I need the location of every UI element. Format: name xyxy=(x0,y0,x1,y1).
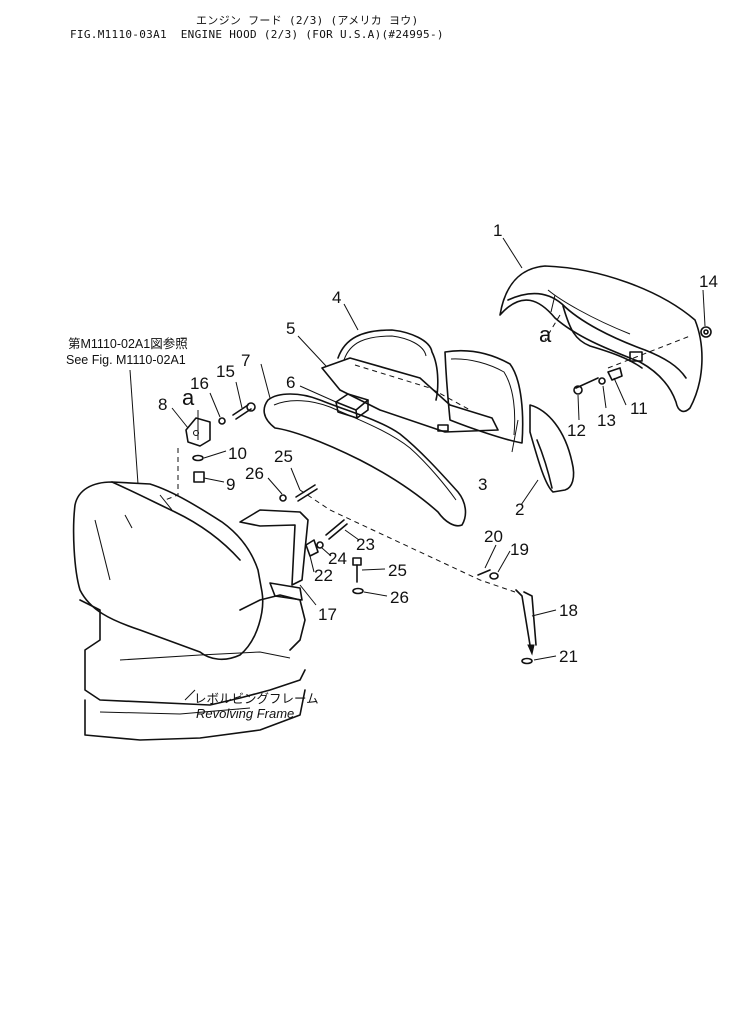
callout-24: 24 xyxy=(328,549,347,568)
callout-4: 4 xyxy=(332,288,341,307)
callout-16: 16 xyxy=(190,374,209,393)
callout-22: 22 xyxy=(314,566,333,585)
callout-7: 7 xyxy=(241,351,250,370)
stay-rod-part-18 xyxy=(515,589,537,656)
callout-2: 2 xyxy=(515,500,524,519)
callout-25-lower: 25 xyxy=(388,561,407,580)
inner-plate-part-5 xyxy=(321,357,499,433)
callout-26-upper: 26 xyxy=(245,464,264,483)
callout-23: 23 xyxy=(356,535,375,554)
figure-title-japanese: エンジン フード (2/3) (アメリカ ヨウ) xyxy=(196,14,419,27)
figure-title-english: FIG.M1110-03A1 ENGINE HOOD (2/3) (FOR U.… xyxy=(70,28,444,41)
callout-11: 11 xyxy=(630,399,648,418)
gasket-part-4 xyxy=(337,329,439,401)
reference-notes: 第M1110-02A1図参照 See Fig. M1110-02A1 レボルビン… xyxy=(66,336,319,721)
revolving-frame-base xyxy=(72,481,306,741)
reference-mark-a-hinge: a xyxy=(182,385,195,410)
revolving-frame-label-japanese: レボルビングフレーム xyxy=(194,692,319,706)
callout-9: 9 xyxy=(226,475,235,494)
callout-26-lower: 26 xyxy=(390,588,409,607)
callout-labels: 1 2 3 4 5 6 7 8 9 10 11 12 13 14 15 16 1… xyxy=(158,221,718,666)
revolving-frame-label-english: Revolving Frame xyxy=(196,706,294,721)
fasteners xyxy=(192,326,712,665)
callout-21: 21 xyxy=(559,647,578,666)
callout-15: 15 xyxy=(216,362,235,381)
callout-1: 1 xyxy=(493,221,502,240)
callout-20: 20 xyxy=(484,527,503,546)
hood-cover-part-1 xyxy=(499,265,703,413)
gasket-part-3 xyxy=(444,349,524,444)
seal-frame-part-7 xyxy=(263,393,467,527)
callout-6: 6 xyxy=(286,373,295,392)
side-seal-part-2 xyxy=(529,404,575,493)
callout-17: 17 xyxy=(318,605,337,624)
callout-8: 8 xyxy=(158,395,167,414)
callout-3: 3 xyxy=(478,475,487,494)
see-fig-note-japanese: 第M1110-02A1図参照 xyxy=(68,336,188,351)
stay-bracket-part-17 xyxy=(239,509,309,601)
callout-14: 14 xyxy=(699,272,718,291)
callout-10: 10 xyxy=(228,444,247,463)
callout-5: 5 xyxy=(286,319,295,338)
callout-13: 13 xyxy=(597,411,616,430)
callout-18: 18 xyxy=(559,601,578,620)
callout-19: 19 xyxy=(510,540,529,559)
callout-12: 12 xyxy=(567,421,586,440)
leader-lines xyxy=(129,237,706,701)
reference-mark-a-hood: a xyxy=(539,322,552,347)
callout-25-upper: 25 xyxy=(274,447,293,466)
block-part-6 xyxy=(335,393,369,419)
see-fig-note-english: See Fig. M1110-02A1 xyxy=(66,353,186,367)
